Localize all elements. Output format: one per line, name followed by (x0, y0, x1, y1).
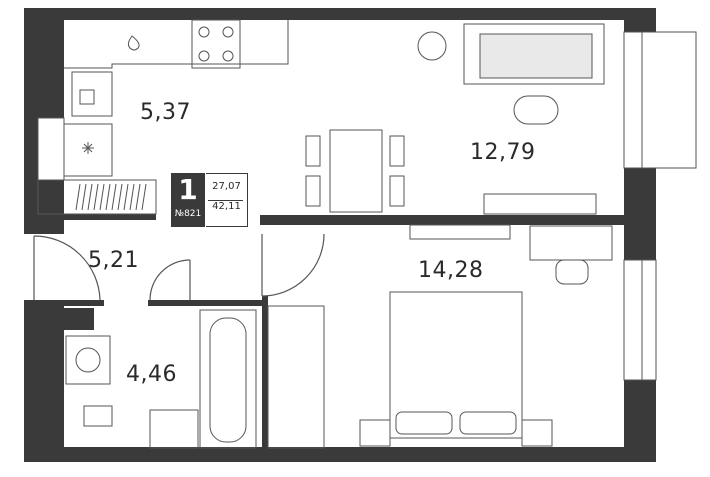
fridge (63, 123, 113, 177)
water-icon (127, 35, 140, 51)
chair (555, 259, 589, 285)
bed (389, 291, 523, 439)
room-area-hall: 5,21 (88, 248, 139, 273)
coffee-table (513, 95, 559, 125)
wall-bath-closet (262, 296, 268, 448)
window-bedroom (623, 259, 643, 381)
apartment-number: №821 (174, 209, 202, 219)
living-furniture (305, 23, 605, 215)
apartment-badge: 1 №821 (171, 173, 205, 227)
nightstand-right (521, 419, 553, 447)
room-area-bedroom: 14,28 (418, 258, 484, 283)
window-living (623, 31, 643, 169)
sink (71, 71, 113, 117)
interior-walls (24, 214, 624, 448)
wall-bottom (24, 447, 656, 462)
wall-bath-stub (36, 308, 94, 330)
kitchen-furniture (37, 19, 289, 215)
counter (64, 20, 289, 69)
bathtub (199, 309, 257, 449)
tv-stand (483, 193, 597, 215)
dining-table (329, 129, 383, 213)
desk (529, 225, 613, 261)
room-area-kitchen: 5,37 (140, 100, 191, 125)
apartment-stats: 27,07 42,11 (206, 173, 248, 227)
doors (33, 233, 325, 301)
wall-kitchen-hall (38, 214, 156, 220)
stats-divider (208, 200, 243, 201)
stove (191, 19, 241, 69)
door-entry (33, 235, 101, 301)
outer-walls (24, 8, 656, 462)
room-area-bath: 4,46 (126, 362, 177, 387)
washbasin (149, 409, 199, 449)
nightstand-left (359, 419, 391, 447)
toilet (83, 405, 113, 427)
dresser (409, 224, 511, 240)
bath-furniture (65, 305, 325, 449)
wall-bath-top (148, 300, 268, 306)
room-area-living: 12,79 (470, 140, 536, 165)
sofa (463, 23, 605, 85)
plant (417, 31, 447, 61)
shelf-stripes (75, 183, 147, 211)
window-kitchen (37, 117, 65, 181)
shelf (37, 179, 157, 215)
snowflake-icon (82, 142, 94, 154)
bedroom-furniture (359, 224, 613, 447)
area-living: 27,07 (212, 181, 241, 192)
wall-hall-bath (24, 300, 104, 306)
door-bath (149, 259, 191, 301)
window-bedroom-sill (641, 259, 657, 381)
wardrobe (267, 305, 325, 449)
rooms-count: 1 (178, 173, 198, 206)
wall-living-bedroom (260, 215, 624, 225)
wall-top (24, 8, 656, 20)
window-living-sill (641, 31, 697, 169)
washer (65, 335, 111, 385)
area-total: 42,11 (212, 201, 241, 212)
door-bedroom (261, 233, 325, 297)
windows (37, 31, 697, 381)
